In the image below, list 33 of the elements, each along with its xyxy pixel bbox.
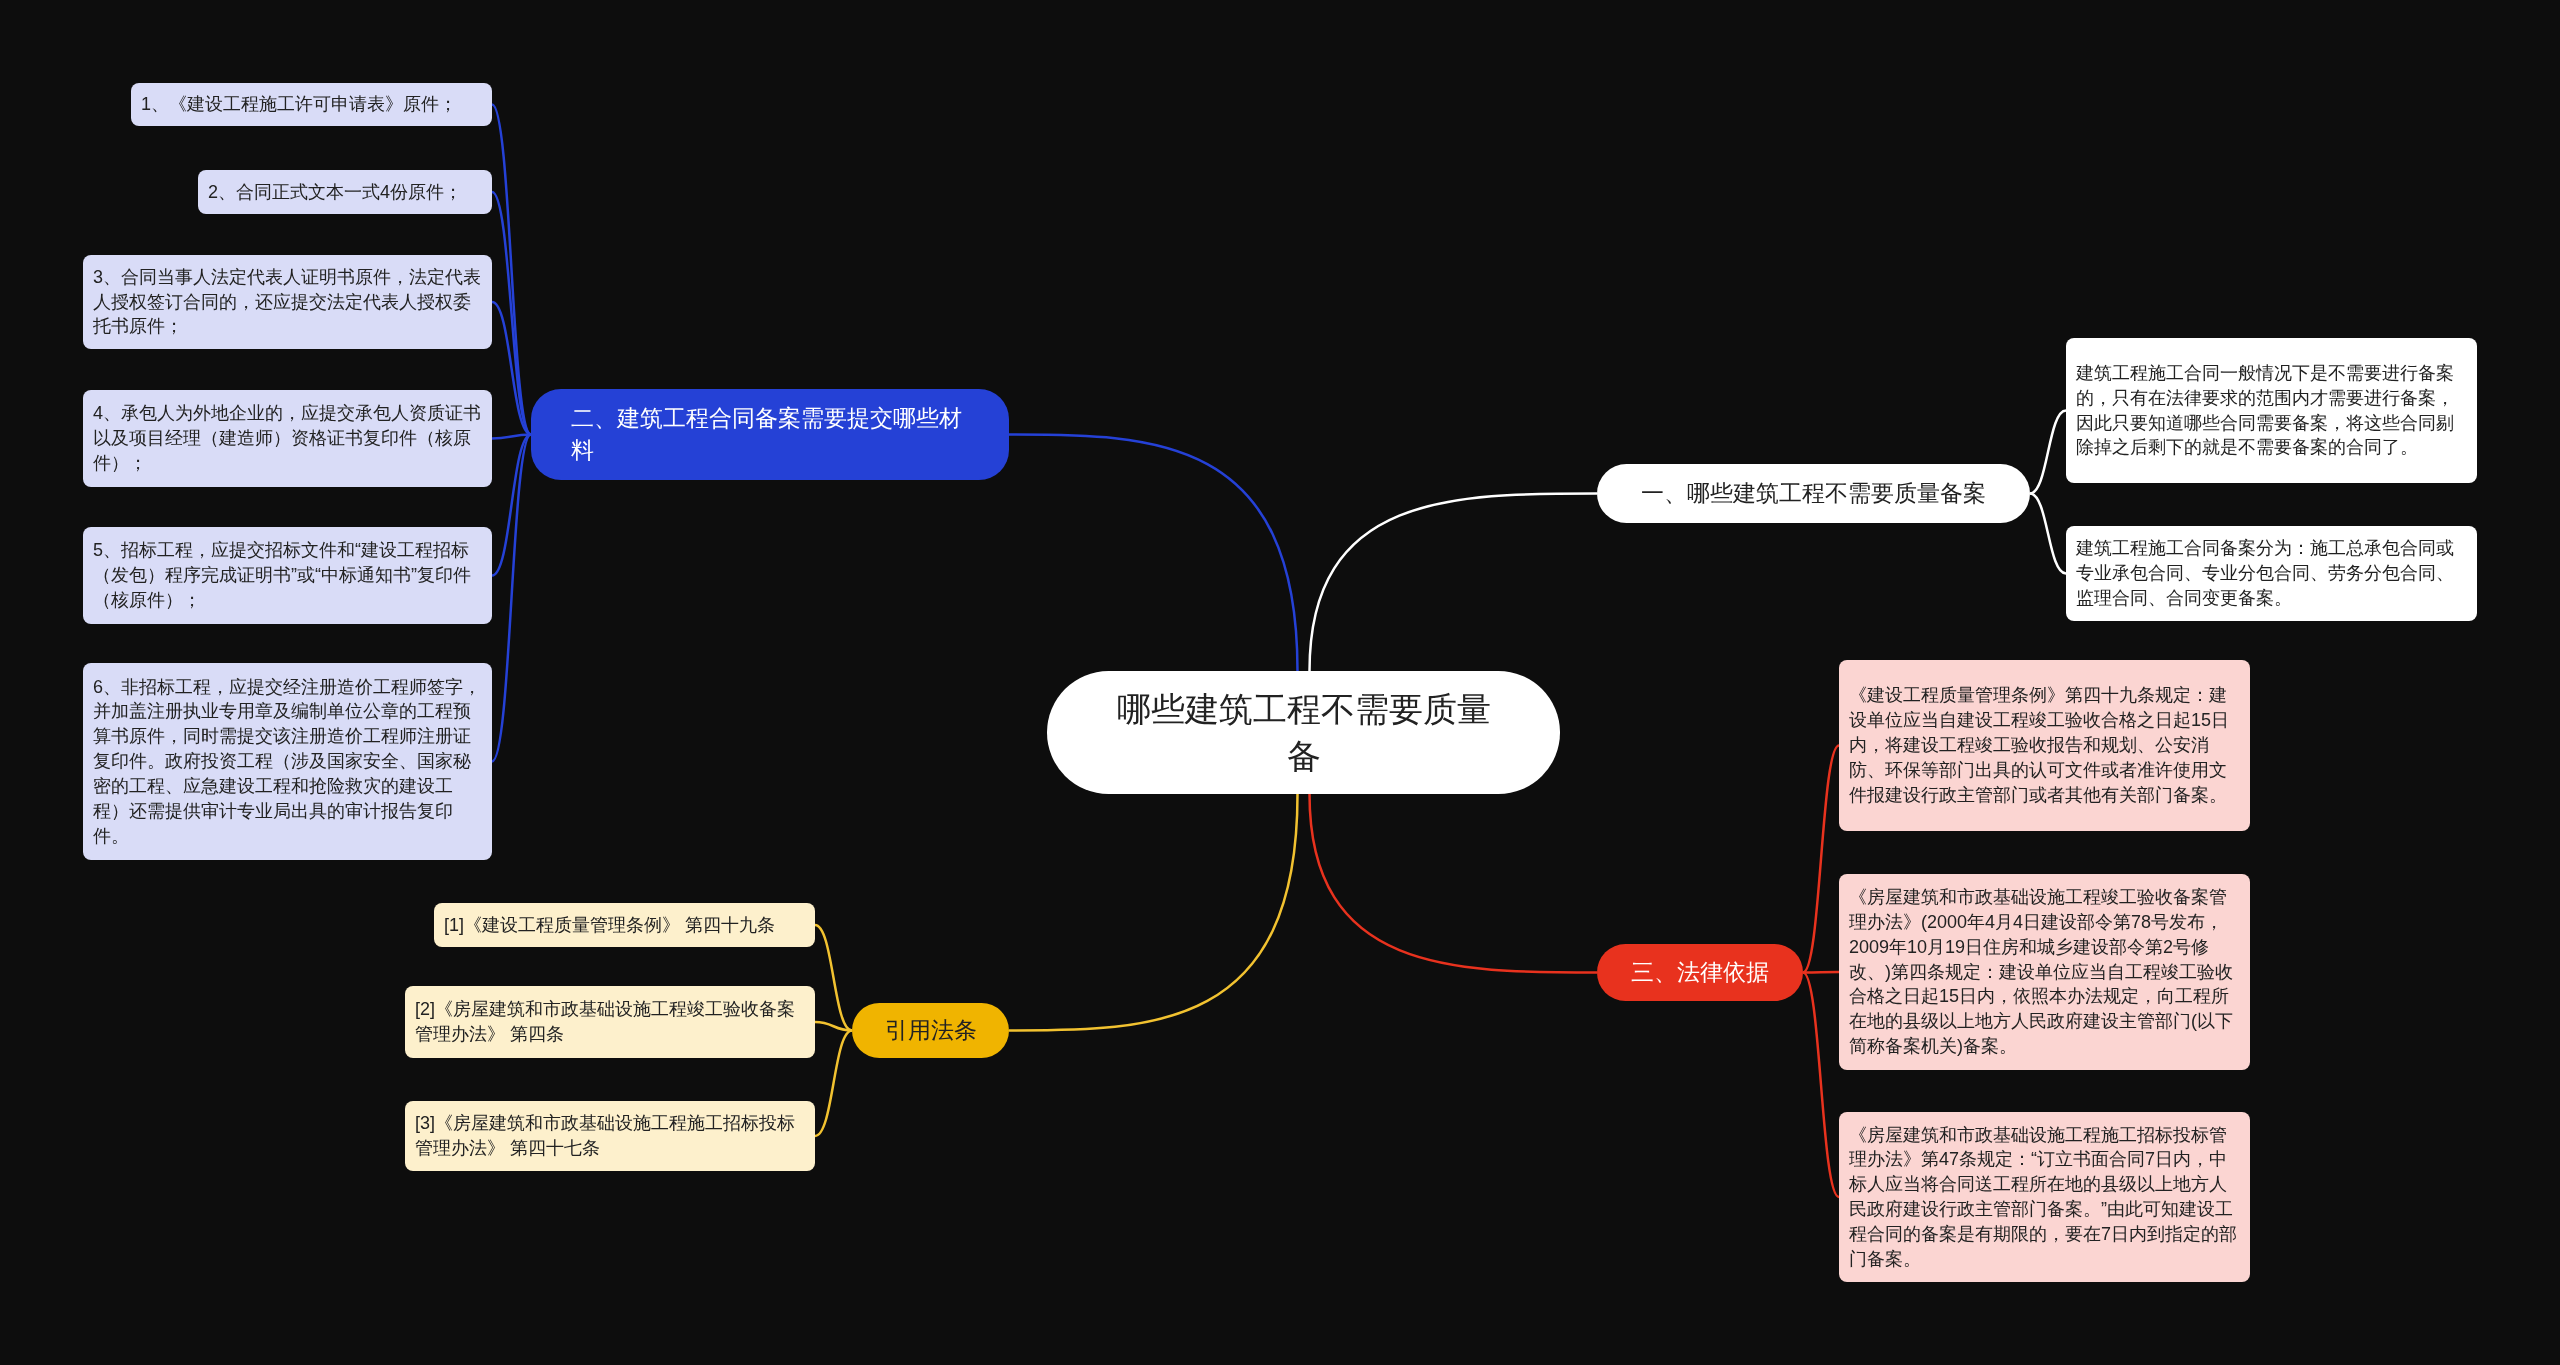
note-box: 6、非招标工程，应提交经注册造价工程师签字，并加盖注册执业专用章及编制单位公章的工程预算书原件，同时需提交该注册造价工程师注册证复印件。政府投资工程（涉及国家安全、国家秘密的工程、应急建设工程和抢险救灾的建设工程）还需提供审计专业局出具的审计报告复印件。 (83, 663, 492, 860)
note-box: 《建设工程质量管理条例》第四十九条规定：建设单位应当自建设工程竣工验收合格之日起15日内，将建设工程竣工验收报告和规划、公安消防、环保等部门出具的认可文件或者准许使用文件报建设行政主管部门或者其他有关部门备案。 (1839, 660, 2250, 831)
connector (1009, 793, 1299, 1032)
topic-box: 引用法条 (852, 1003, 1009, 1058)
note-box: 4、承包人为外地企业的，应提交承包人资质证书以及项目经理（建造师）资格证书复印件（核原件）； (83, 390, 492, 487)
note-box: [2]《房屋建筑和市政基础设施工程竣工验收备案管理办法》 第四条 (405, 986, 815, 1058)
connector (1802, 744, 1840, 974)
note-box: 3、合同当事人法定代表人证明书原件，法定代表人授权签订合同的，还应提交法定代表人授权委托书原件； (83, 255, 492, 349)
connector (1009, 433, 1299, 672)
connector (814, 923, 853, 1032)
connector (491, 433, 532, 577)
note-box: 《房屋建筑和市政基础设施工程施工招标投标管理办法》第47条规定：“订立书面合同7日内，中标人应当将合同送工程所在地的县级以上地方人民政府建设行政主管部门备案。”由此可知建设工程合同的备案是有期限的，要在7日内到指定的部门备案。 (1839, 1112, 2250, 1282)
connector (491, 191, 532, 436)
note-box: 5、招标工程，应提交招标文件和“建设工程招标（发包）程序完成证明书”或“中标通知书”复印件（核原件）； (83, 527, 492, 624)
connector (2029, 409, 2067, 495)
connector (490, 433, 533, 763)
note-box: 1、《建设工程施工许可申请表》原件； (131, 83, 492, 126)
note-box: 建筑工程施工合同备案分为：施工总承包合同或专业承包合同、专业分包合同、劳务分包合同、监理合同、合同变更备案。 (2066, 526, 2477, 621)
connector (1802, 971, 1840, 1198)
note-box: [3]《房屋建筑和市政基础设施工程施工招标投标管理办法》 第四十七条 (405, 1101, 815, 1171)
note-box: 2、合同正式文本一式4份原件； (198, 170, 492, 214)
connector (814, 1029, 853, 1138)
connector (1308, 492, 1597, 672)
topic-box: 二、建筑工程合同备案需要提交哪些材料 (531, 389, 1009, 480)
note-box: 建筑工程施工合同一般情况下是不需要进行备案的，只有在法律要求的范围内才需要进行备案，因此只要知道哪些合同需要备案，将这些合同剔除掉之后剩下的就是不需要备案的合同了。 (2066, 338, 2477, 483)
topic-box: 三、法律依据 (1597, 944, 1803, 1001)
central-topic: 哪些建筑工程不需要质量备 (1047, 671, 1560, 794)
connector (1308, 793, 1597, 974)
connector (2029, 492, 2067, 575)
note-box: [1]《建设工程质量管理条例》 第四十九条 (434, 903, 815, 947)
note-box: 《房屋建筑和市政基础设施工程竣工验收备案管理办法》(2000年4月4日建设部令第78号发布，2009年10月19日住房和城乡建设部令第2号修改、)第四条规定：建设单位应当自工程竣工验收合格之日起15日内，依照本办法规定，向工程所在地的县级以上地方人民政府建设主管部门(以下简称备案机关)备案。 (1839, 874, 2250, 1070)
topic-box: 一、哪些建筑工程不需要质量备案 (1597, 464, 2030, 523)
connector (1803, 970, 1839, 974)
